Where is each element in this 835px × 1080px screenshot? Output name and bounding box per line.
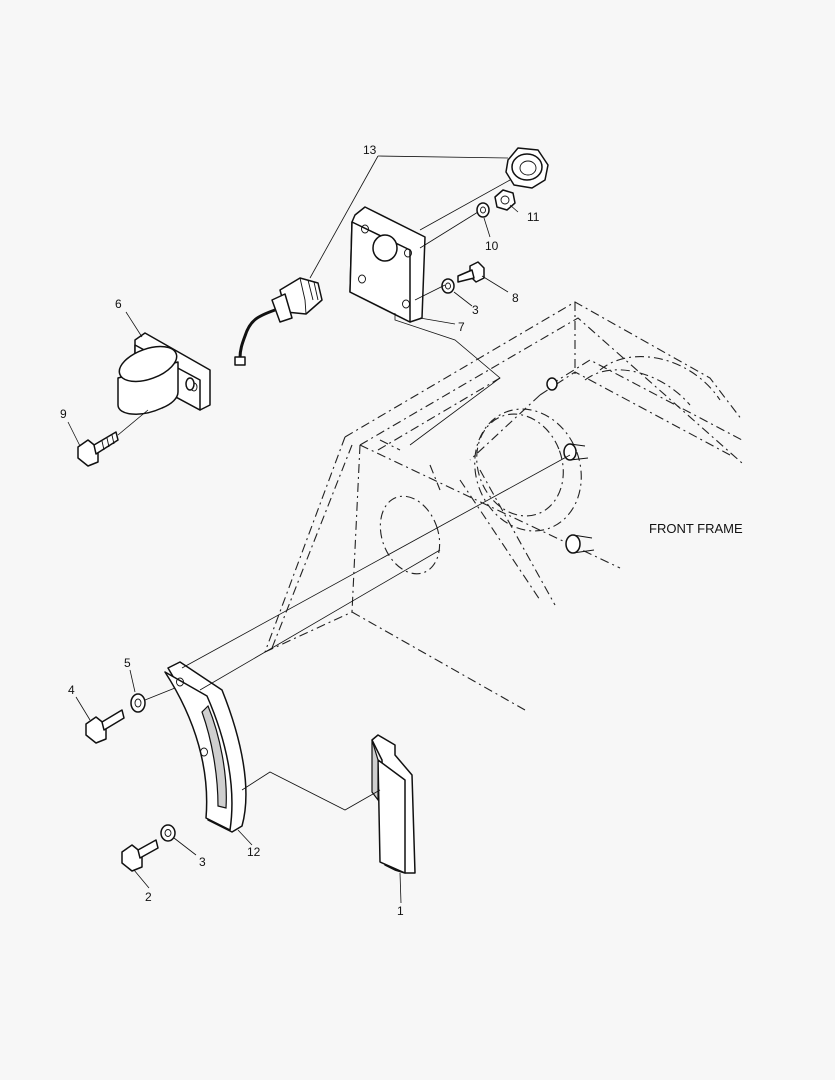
leader-lines <box>67 155 519 904</box>
assembly-lines <box>117 179 571 811</box>
callout-11: 11 <box>527 210 540 224</box>
callout-7: 7 <box>458 320 465 334</box>
callout-13: 13 <box>363 143 377 157</box>
part-7-sensor-plate <box>349 206 426 323</box>
part-3-washer-lower <box>160 824 176 842</box>
part-4-bolt <box>85 709 125 744</box>
part-1-target-plate <box>371 734 416 874</box>
callout-3-lower: 3 <box>199 855 206 869</box>
callout-labels: 13 11 10 8 3 7 6 9 5 4 12 3 2 1 <box>60 143 540 918</box>
callout-3-upper: 3 <box>472 303 479 317</box>
part-9-bolt <box>77 431 119 467</box>
part-6-sensor-housing <box>117 332 211 415</box>
callout-9: 9 <box>60 407 67 421</box>
part-10-lock-washer <box>476 202 490 218</box>
callout-1: 1 <box>397 904 404 918</box>
part-13-sensor <box>234 277 323 366</box>
part-12-mounting-bracket <box>164 661 247 833</box>
part-2-bolt <box>121 839 159 872</box>
callout-10: 10 <box>485 239 499 253</box>
front-frame-outline <box>264 301 743 711</box>
callout-8: 8 <box>512 291 519 305</box>
callout-12: 12 <box>247 845 261 859</box>
front-frame-label: FRONT FRAME <box>649 521 743 536</box>
part-8-bolt <box>457 261 485 283</box>
callout-4: 4 <box>68 683 75 697</box>
part-3-washer-upper <box>441 278 455 294</box>
callout-5: 5 <box>124 656 131 670</box>
callout-2: 2 <box>145 890 152 904</box>
part-5-lock-washer <box>130 693 146 713</box>
part-13-jam-nut <box>505 147 549 189</box>
callout-6: 6 <box>115 297 122 311</box>
